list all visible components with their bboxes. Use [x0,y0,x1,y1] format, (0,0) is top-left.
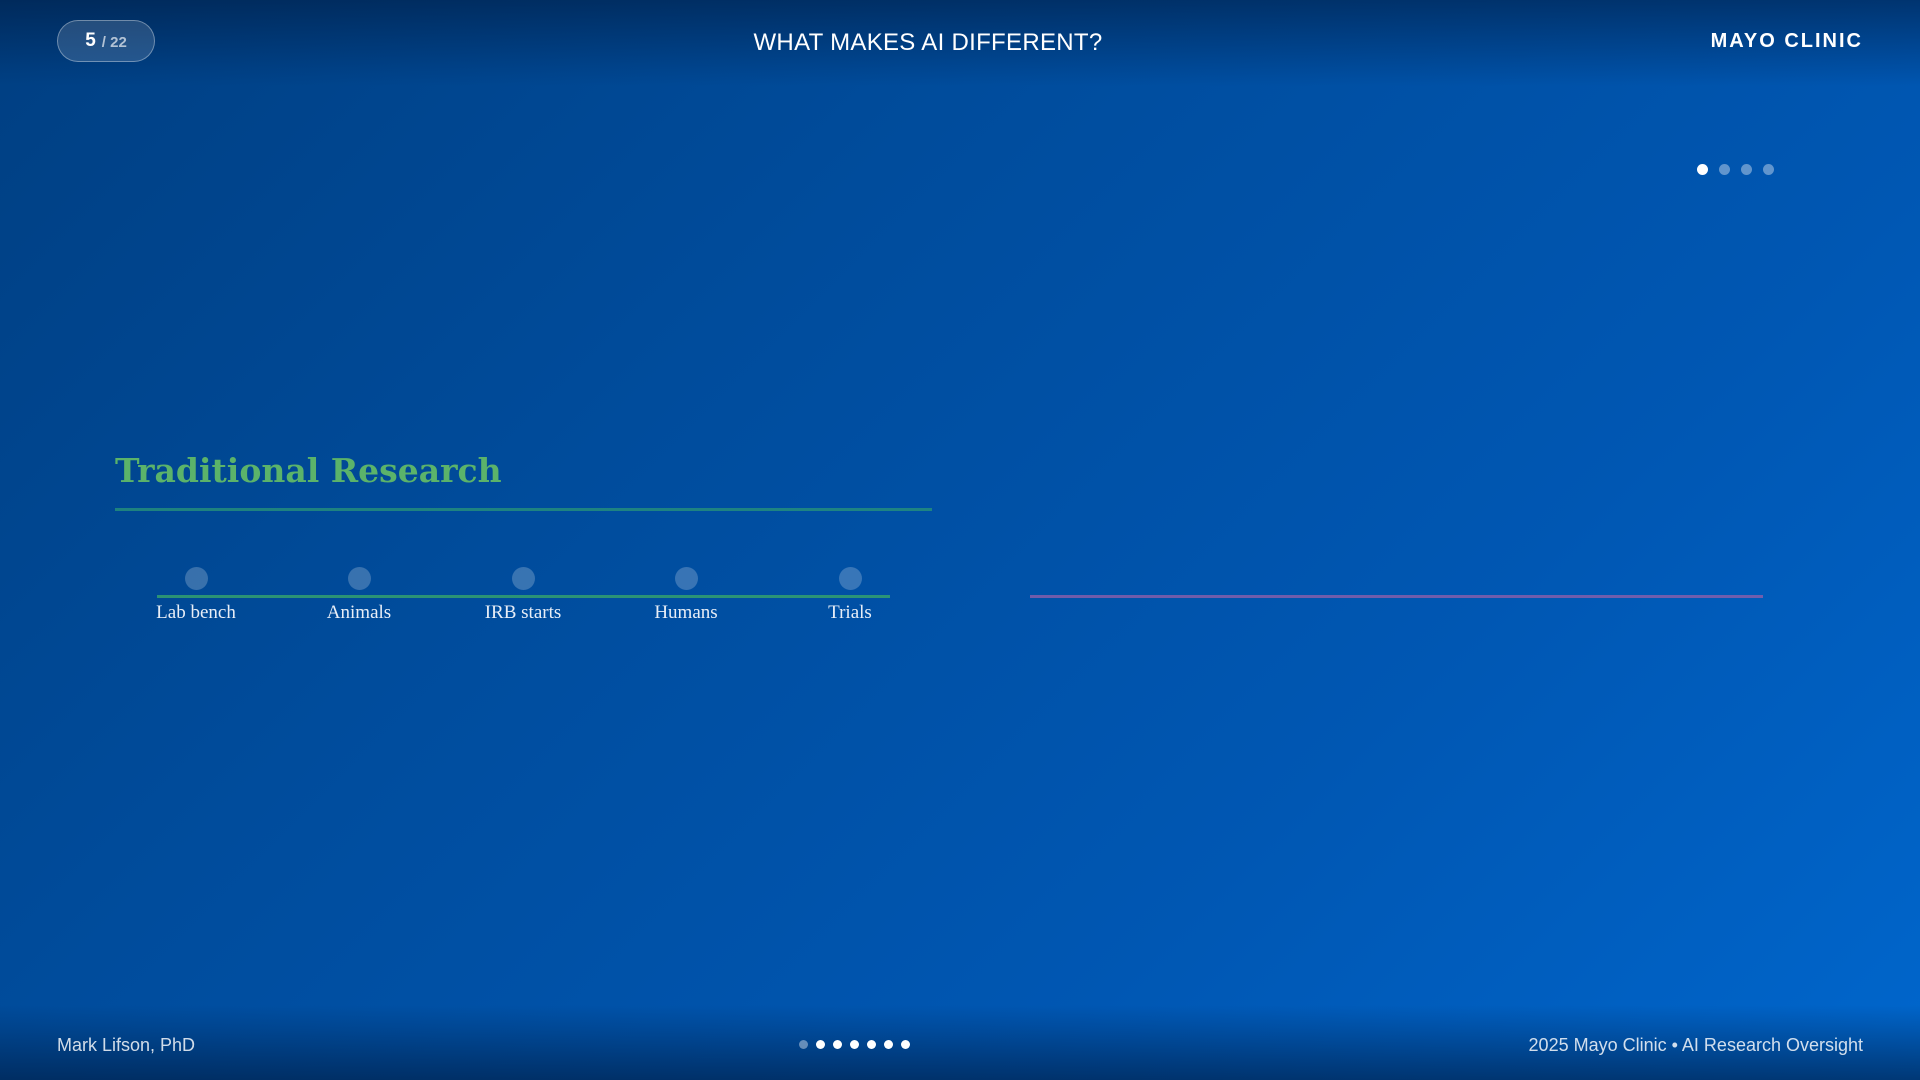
slide-current-number: 5 [85,30,96,51]
footer-credit: 2025 Mayo Clinic • AI Research Oversight [1528,1035,1863,1055]
progress-dot-icon[interactable] [799,1040,808,1049]
progress-dot-icon[interactable] [816,1040,825,1049]
milestone-label: IRB starts [484,602,562,623]
sub-step-indicator [1697,164,1774,175]
header-bar [0,0,1920,86]
heading-divider [115,508,932,511]
ai-timeline-line [1030,595,1763,598]
slide-total-number: / 22 [101,33,127,51]
progress-dot-icon[interactable] [850,1040,859,1049]
milestone-circle-icon [347,567,371,590]
sub-step-dot-icon[interactable] [1763,164,1774,175]
timeline-milestone: Lab bench [116,567,276,624]
timeline-milestone: Animals [279,567,439,624]
progress-dot-icon[interactable] [884,1040,893,1049]
milestone-label: Lab bench [156,602,236,623]
milestone-circle-icon [674,567,698,590]
sub-step-dot-icon[interactable] [1719,164,1730,175]
brand-logo-text: MAYO CLINIC [1710,30,1863,52]
milestone-circle-icon [511,567,535,590]
slide-progress-indicator [799,1040,910,1049]
slide-counter: 5 / 22 [57,20,155,62]
section-title: WHAT MAKES AI DIFFERENT? [753,29,1103,56]
timeline-milestone: IRB starts [443,567,603,624]
presenter-name: Mark Lifson, PhD [57,1035,196,1055]
milestone-label: Humans [654,602,718,623]
timeline-milestone: Humans [606,567,766,624]
timeline-milestone: Trials [770,567,930,624]
traditional-timeline-line [157,595,890,598]
footer-bar [0,1005,1920,1080]
progress-dot-icon[interactable] [901,1040,910,1049]
milestone-label: Trials [828,602,872,623]
progress-dot-icon[interactable] [867,1040,876,1049]
sub-step-dot-icon[interactable] [1697,164,1708,175]
sub-step-dot-icon[interactable] [1741,164,1752,175]
traditional-research-heading: Traditional Research [115,451,502,490]
progress-dot-icon[interactable] [833,1040,842,1049]
milestone-label: Animals [326,602,392,623]
milestone-circle-icon [184,567,208,590]
milestone-circle-icon [838,567,862,590]
